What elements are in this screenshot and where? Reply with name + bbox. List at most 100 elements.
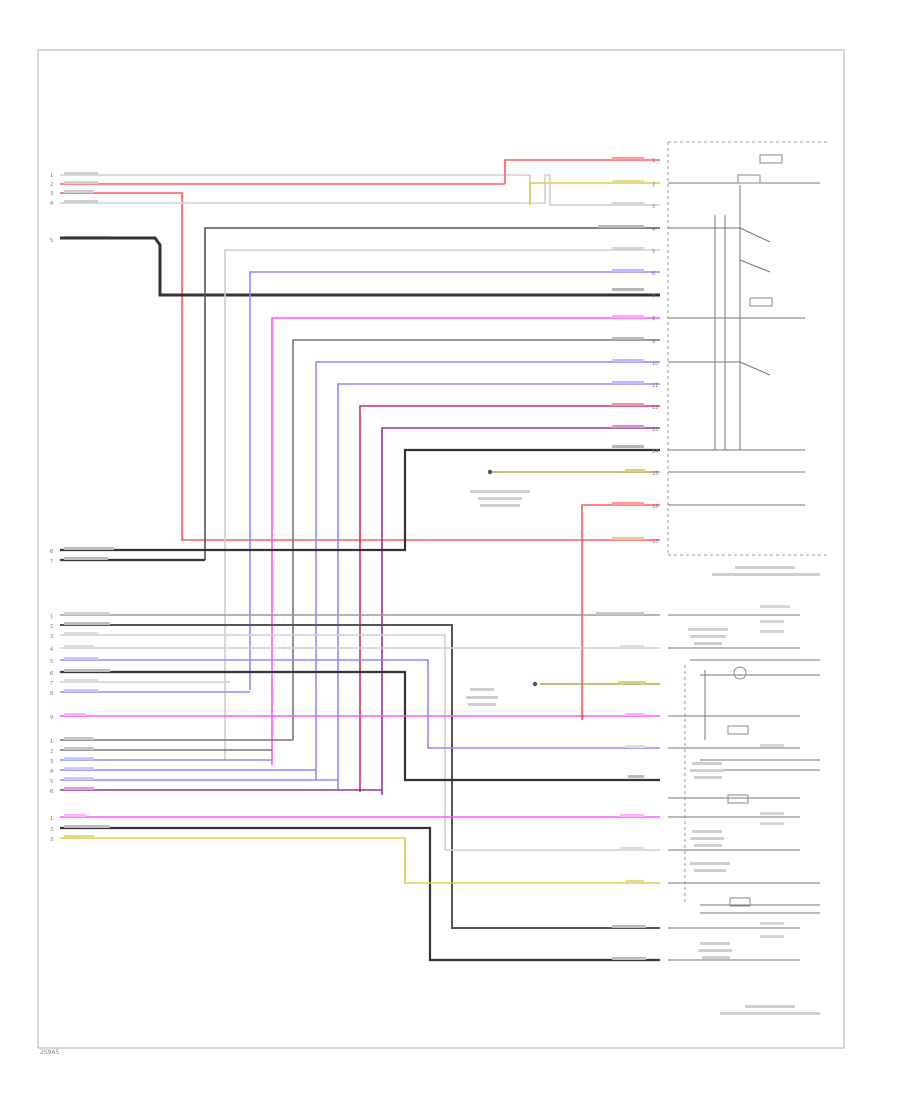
pin-label: 7 xyxy=(652,294,655,300)
indicator-lamp xyxy=(733,666,747,680)
assembly-side-label xyxy=(760,812,784,815)
wire-low xyxy=(60,624,660,929)
wire-blue-b xyxy=(315,361,660,780)
wire-label xyxy=(598,225,644,228)
wire-label xyxy=(64,181,98,184)
pin-label: 7 xyxy=(50,681,53,687)
module-wires xyxy=(60,227,660,795)
wire-label xyxy=(64,679,98,682)
wire-label xyxy=(612,247,644,250)
wire-label xyxy=(64,669,110,672)
wire-blue-c xyxy=(337,383,660,790)
assembly-label xyxy=(692,830,722,833)
wire-label xyxy=(64,547,114,550)
assembly-label xyxy=(694,844,722,847)
wire-label xyxy=(64,814,86,817)
splice-dot xyxy=(532,681,538,687)
assembly-label xyxy=(694,776,722,779)
upper-module xyxy=(667,141,830,556)
wire-crimson xyxy=(359,405,660,792)
module-switch xyxy=(759,154,783,164)
pin-label: 6 xyxy=(50,549,53,555)
assembly-label xyxy=(690,837,724,840)
wire-low xyxy=(60,826,660,962)
assembly-label xyxy=(690,635,726,638)
wire-label xyxy=(64,622,110,625)
pin-label: 1 xyxy=(50,173,53,179)
assembly-label xyxy=(702,956,730,959)
pin-label: 6 xyxy=(652,271,655,277)
assembly-side-label xyxy=(760,630,784,633)
pin-label: 4 xyxy=(652,227,655,233)
splice-label xyxy=(480,504,520,507)
wire-label xyxy=(612,925,646,928)
assembly-switch xyxy=(727,725,749,735)
module-switch xyxy=(749,297,773,307)
wire-label xyxy=(626,880,644,883)
assembly-side-label xyxy=(760,605,790,608)
splice-label xyxy=(470,688,494,691)
pin-label: 13 xyxy=(652,427,658,433)
module-switch-arm xyxy=(739,227,771,243)
left-pins-lower: 6 7 1 2 3 4 5 6 7 8 9 1 2 3 4 5 6 1 2 3 xyxy=(50,547,114,843)
wire-label xyxy=(612,502,644,505)
wire-label xyxy=(64,612,110,615)
wire-label xyxy=(612,315,644,318)
assembly-label xyxy=(690,769,724,772)
pin-label: 3 xyxy=(50,759,53,765)
wire-label xyxy=(64,632,98,635)
pin-label: 1 xyxy=(652,158,655,164)
wire-label xyxy=(620,814,644,817)
wire-label xyxy=(625,745,645,748)
wire-label xyxy=(620,645,644,648)
splice-lower xyxy=(466,681,584,718)
wire-label xyxy=(64,835,94,838)
wire-label xyxy=(612,202,644,205)
module-switch-arm xyxy=(739,361,771,376)
assembly-label xyxy=(692,762,722,765)
pin-label: 16 xyxy=(652,504,658,510)
pin-label: 17 xyxy=(652,539,658,545)
wire-low xyxy=(60,837,660,884)
pin-label: 6 xyxy=(50,671,53,677)
wire-label xyxy=(64,737,94,740)
wire-top-4 xyxy=(60,174,660,206)
assembly-label xyxy=(690,862,730,865)
pin-label: 7 xyxy=(50,559,53,565)
wire-label xyxy=(64,689,98,692)
top-left-wires xyxy=(60,159,660,541)
pin-label: 9 xyxy=(652,339,655,345)
wire-label xyxy=(628,775,644,778)
wire-label xyxy=(612,157,644,160)
splice-label xyxy=(466,696,498,699)
assembly-label xyxy=(688,628,728,631)
pin-label: 4 xyxy=(50,769,53,775)
page-frame xyxy=(37,49,845,1049)
module-pins: 1 2 3 4 5 6 7 8 9 10 11 12 13 14 15 16 1… xyxy=(652,158,820,576)
lower-module-labels xyxy=(596,612,646,960)
diagram-code: 2S9A5 xyxy=(40,1049,60,1056)
wire-label xyxy=(612,359,644,362)
pin-label: 1 xyxy=(50,816,53,822)
pin-label: 10 xyxy=(652,361,658,367)
assembly-labels xyxy=(688,605,820,1015)
assembly-switch xyxy=(729,897,751,907)
module-caption xyxy=(735,566,795,569)
pin-label: 2 xyxy=(652,182,655,188)
lower-switch-assembly xyxy=(668,614,820,961)
wire-label xyxy=(64,557,108,560)
module-side-labels xyxy=(598,157,645,540)
splice-label xyxy=(468,703,496,706)
assembly-side-label xyxy=(760,935,784,938)
wire-mag-a xyxy=(271,317,660,765)
wire-label xyxy=(64,200,98,203)
wire-low xyxy=(60,670,660,782)
wire-label xyxy=(64,713,86,716)
splice-label xyxy=(478,497,522,500)
wire-top-2b xyxy=(504,159,660,184)
wire-label xyxy=(612,180,644,183)
lower-left-wires xyxy=(60,614,660,962)
wire-label xyxy=(612,403,644,406)
